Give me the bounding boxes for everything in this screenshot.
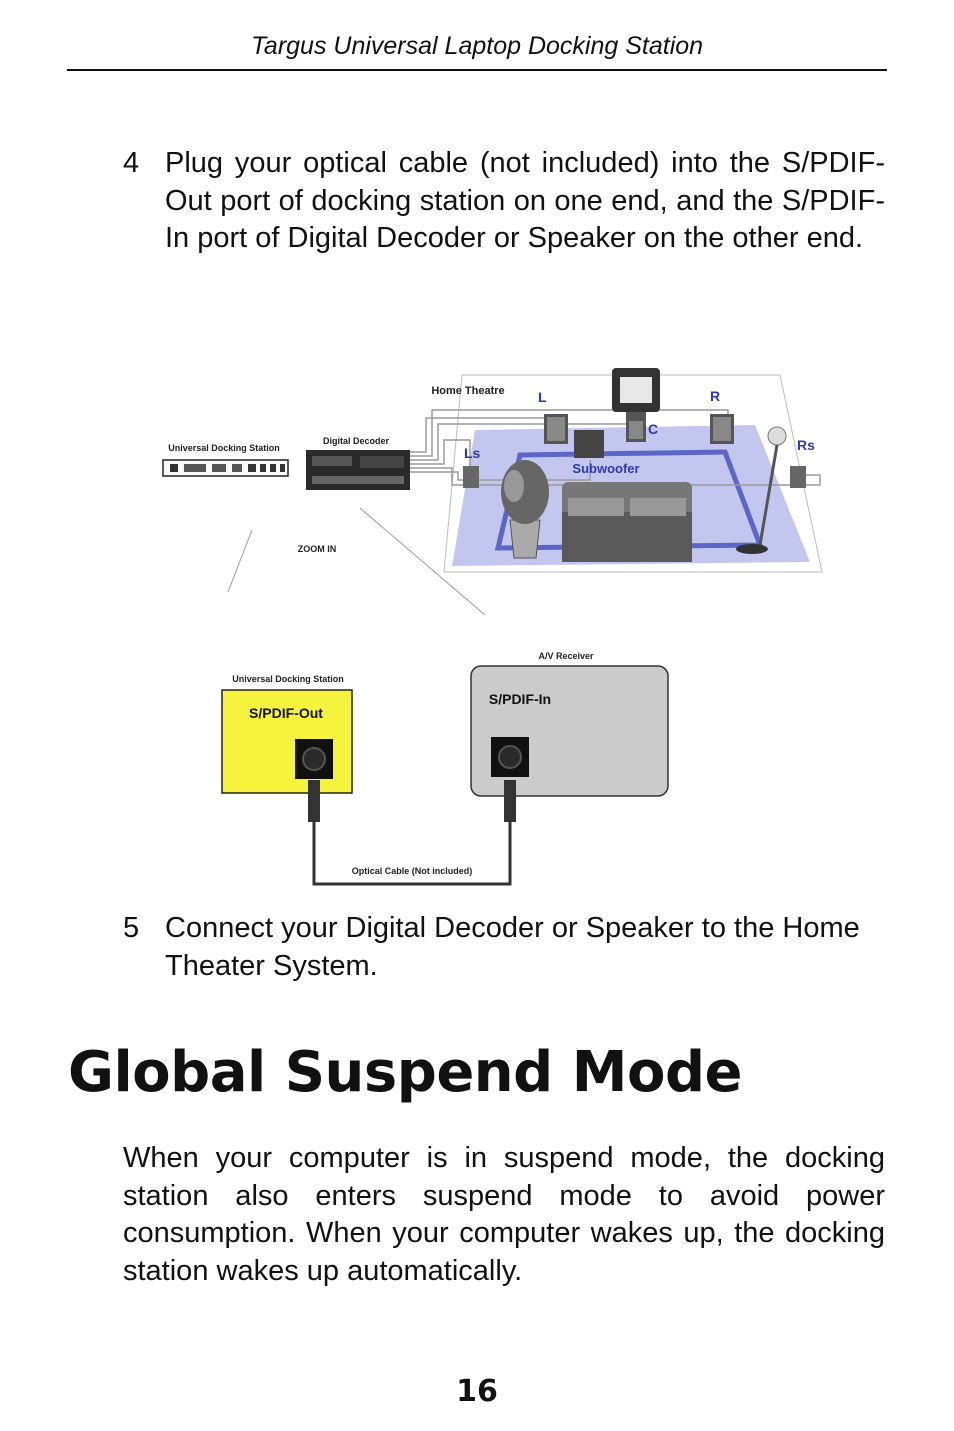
speaker-r-icon [710, 414, 734, 444]
uds-bottom-label: Universal Docking Station [232, 674, 344, 684]
step-text: Plug your optical cable (not included) i… [165, 147, 885, 254]
plant-icon [501, 460, 549, 559]
speaker-ls-label: Ls [464, 445, 481, 461]
step-4: 4 Plug your optical cable (not included)… [123, 145, 885, 295]
section-title: Global Suspend Mode [68, 1040, 743, 1105]
digital-decoder-icon [306, 450, 410, 490]
home-theatre-label: Home Theatre [431, 385, 504, 397]
uds-top-label: Universal Docking Station [168, 443, 280, 453]
speaker-c-icon [626, 418, 646, 442]
header-rule [67, 69, 887, 71]
speaker-rs-icon [790, 466, 806, 488]
spdif-out-label: S/PDIF-Out [249, 705, 323, 721]
speaker-ls-icon [463, 466, 479, 488]
zoom-line-right [359, 507, 486, 616]
optical-cable [308, 780, 516, 886]
optical-cable-label: Optical Cable (Not included) [352, 866, 473, 876]
subwoofer-icon [574, 430, 604, 458]
lamp-icon [736, 426, 787, 554]
speaker-rs-label: Rs [797, 437, 815, 453]
spdif-in-label: S/PDIF-In [489, 691, 551, 707]
speaker-l-icon [544, 414, 568, 444]
subwoofer-label: Subwoofer [572, 461, 639, 476]
speaker-r-label: R [710, 388, 720, 404]
zoom-line-left [227, 529, 253, 593]
step-number: 4 [123, 147, 140, 179]
tv-icon [612, 368, 660, 422]
speaker-l-label: L [538, 389, 547, 405]
zoom-in-label: ZOOM IN [298, 544, 337, 554]
page-number: 16 [456, 1374, 498, 1409]
step-5: 5 Connect your Digital Decoder or Speake… [123, 910, 885, 990]
speaker-c-label: C [648, 421, 658, 437]
section-body: When your computer is in suspend mode, t… [123, 1142, 885, 1287]
running-header: Targus Universal Laptop Docking Station [250, 32, 704, 60]
sofa-icon [562, 482, 692, 562]
av-receiver-label: A/V Receiver [538, 651, 594, 661]
step-text: Connect your Digital Decoder or Speaker … [165, 912, 860, 982]
step-number: 5 [123, 912, 140, 944]
digital-decoder-label: Digital Decoder [323, 436, 390, 446]
docking-station-icon [162, 459, 289, 477]
